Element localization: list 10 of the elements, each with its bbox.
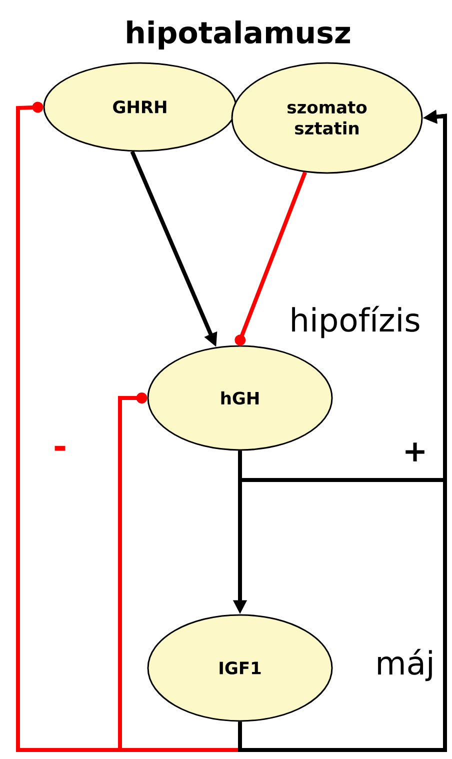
ellipse-node: hGH: [147, 345, 333, 451]
node-caption: máj: [378, 648, 432, 682]
text-label: hipotalamusz: [127, 20, 350, 50]
ellipse-node: szomato sztatin: [231, 62, 423, 174]
text-label: -: [54, 446, 66, 451]
text-label: +: [406, 442, 424, 462]
node-caption: hipofízis: [292, 306, 420, 338]
ellipse-node: IGF1: [147, 614, 333, 722]
ellipse-node: GHRH: [43, 62, 237, 152]
connector-line: [234, 172, 307, 346]
